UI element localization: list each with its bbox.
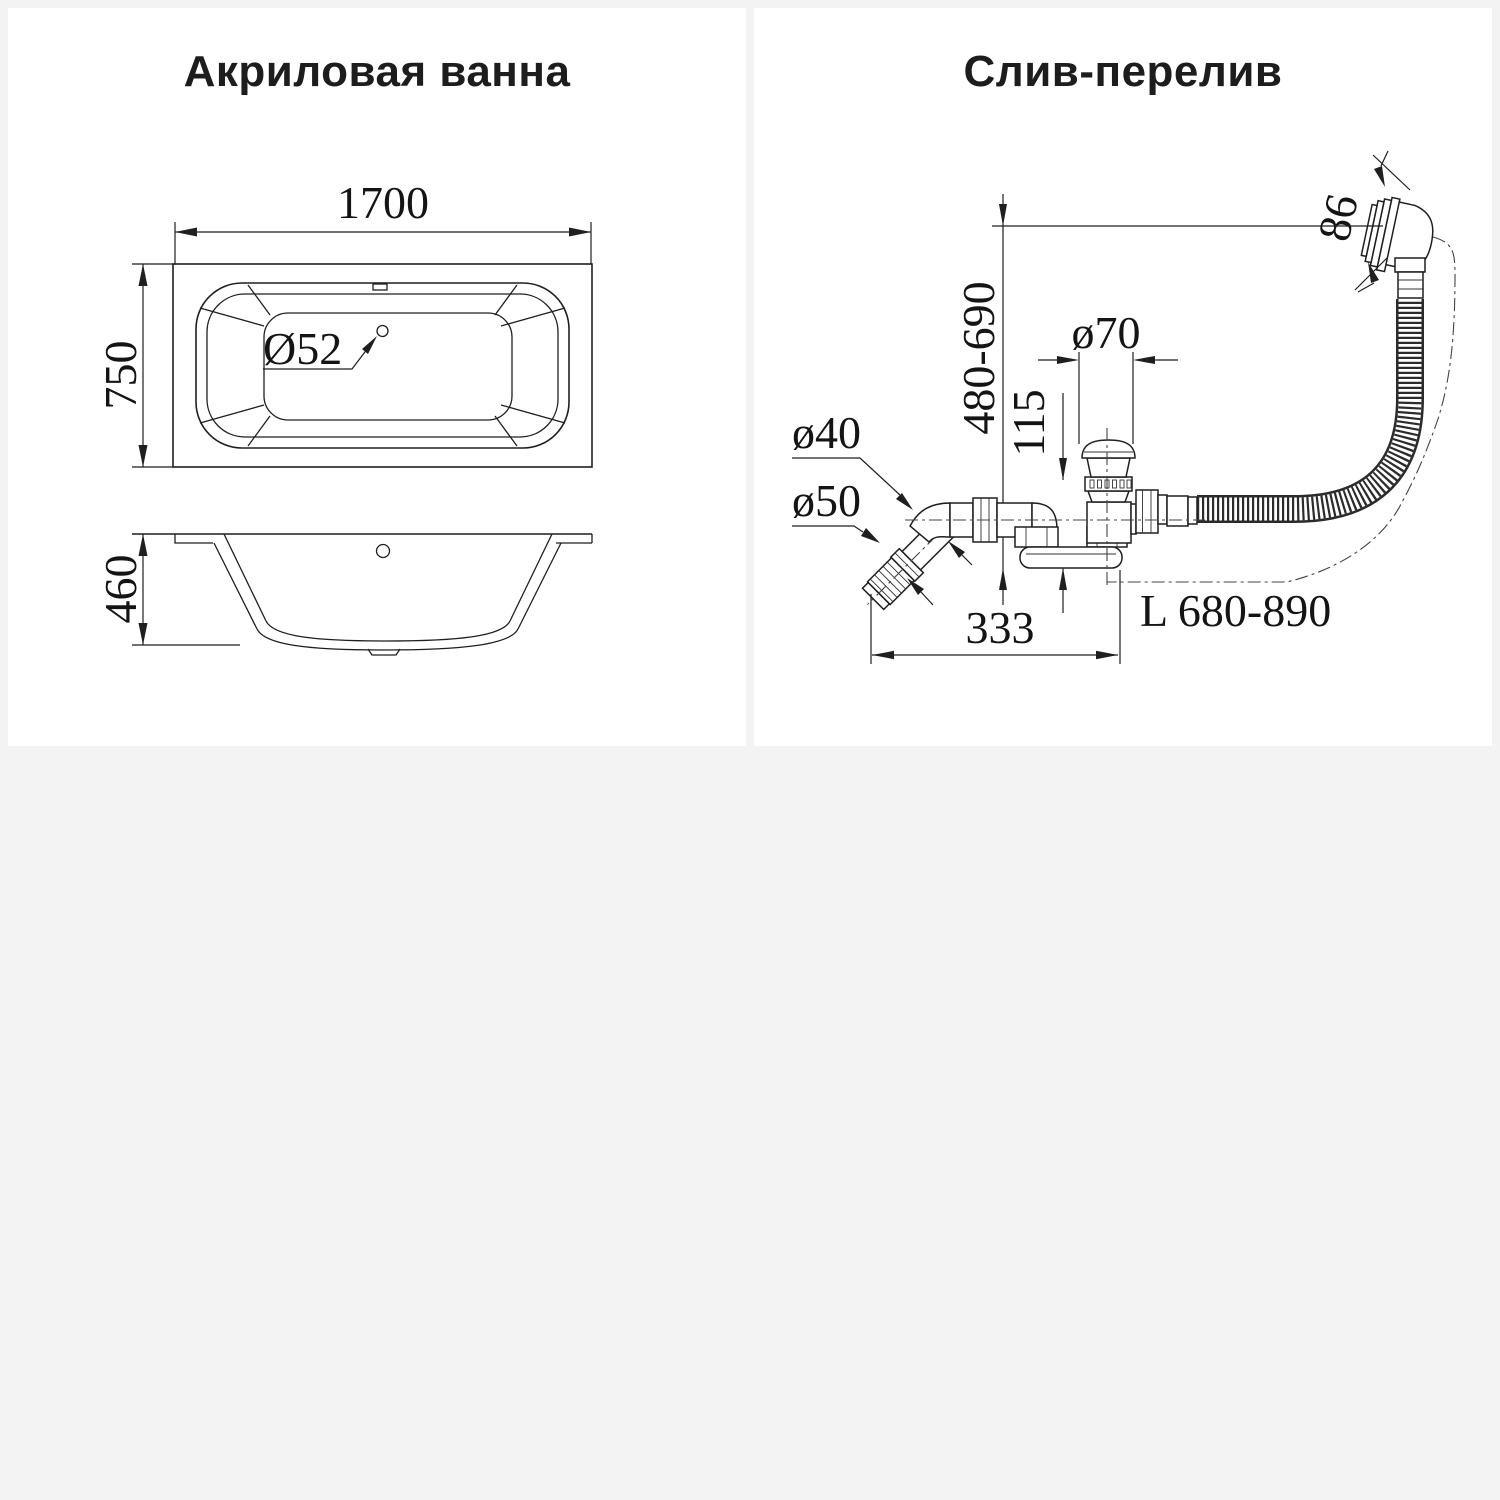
tub-rim-outer [195,282,570,449]
base-flange [1019,546,1123,569]
bathtub-panel: Акриловая ванна Ø52 1700 [8,8,746,746]
drain-valve [1081,439,1198,544]
tub-rim-inner [206,293,559,438]
dimension-width: 750 [95,263,173,468]
outlet-elbow [909,502,951,544]
hose-length-centerline [1107,236,1456,583]
side-walls [213,533,562,630]
tub-floor [263,312,513,421]
drain-bump [367,648,401,656]
drain-overflow-drawing: 86 480-690 115 ø70 [792,150,1456,664]
dimension-under-height: 115 [1003,389,1067,613]
bathtub-side-view [132,533,593,656]
overflow-hole-side [375,543,391,559]
dimension-cap-diameter: ø70 [1038,307,1178,444]
outlet-coupling-label: ø50 [792,475,861,526]
width-label: 750 [95,341,146,410]
dimension-overflow-face: 86 [1308,150,1411,293]
bathtub-panel-title: Акриловая ванна [183,47,571,96]
bathtub-top-view: Ø52 [172,263,593,468]
install-height-label: 480-690 [953,281,1004,434]
drain-overflow-panel-title: Слив-перелив [963,47,1283,96]
cap-diameter-label: ø70 [1072,307,1141,358]
dimension-length: 1700 [174,177,592,264]
dimension-outlet-pipe: ø40 [792,407,973,566]
valve-crown [1084,476,1133,492]
fitting-nut [1397,271,1424,299]
dimension-offset: 333 [870,570,1121,664]
valve-cap [1081,439,1136,459]
corrugated-hose [1197,299,1424,523]
end-slope-lines [199,307,566,424]
valve-tee [1086,501,1132,544]
angled-outlet [861,502,956,611]
drain-leader-arrow [362,336,377,354]
length-label: 1700 [337,177,429,228]
drain-hole [376,324,389,338]
bottom-outer [256,628,519,651]
drain-diameter-label: Ø52 [263,323,342,374]
dimension-height: 460 [95,534,240,646]
outlet-pipe-label: ø40 [792,407,861,458]
drain-assembly [905,428,1205,588]
fitting-collar [1394,257,1426,273]
height-label: 460 [95,555,146,624]
overflow-notch [372,283,388,291]
hose-length-label: L 680-890 [1140,585,1331,636]
dimension-outlet-coupling: ø50 [792,475,934,606]
overflow-fitting [1360,196,1434,299]
overflow-face-label: 86 [1308,189,1368,245]
drain-overflow-panel: Слив-перелив 86 [754,8,1492,746]
elbow-locknut [1014,526,1059,548]
bathtub-drawing: Ø52 1700 750 [95,177,593,656]
under-height-label: 115 [1003,389,1054,456]
dimension-install-height: 480-690 [953,194,1383,605]
tub-outer-rect [172,263,593,468]
bottom-inner [265,620,511,642]
side-nut [1135,489,1159,534]
offset-label: 333 [966,602,1035,653]
corner-slope-lines [247,284,518,447]
